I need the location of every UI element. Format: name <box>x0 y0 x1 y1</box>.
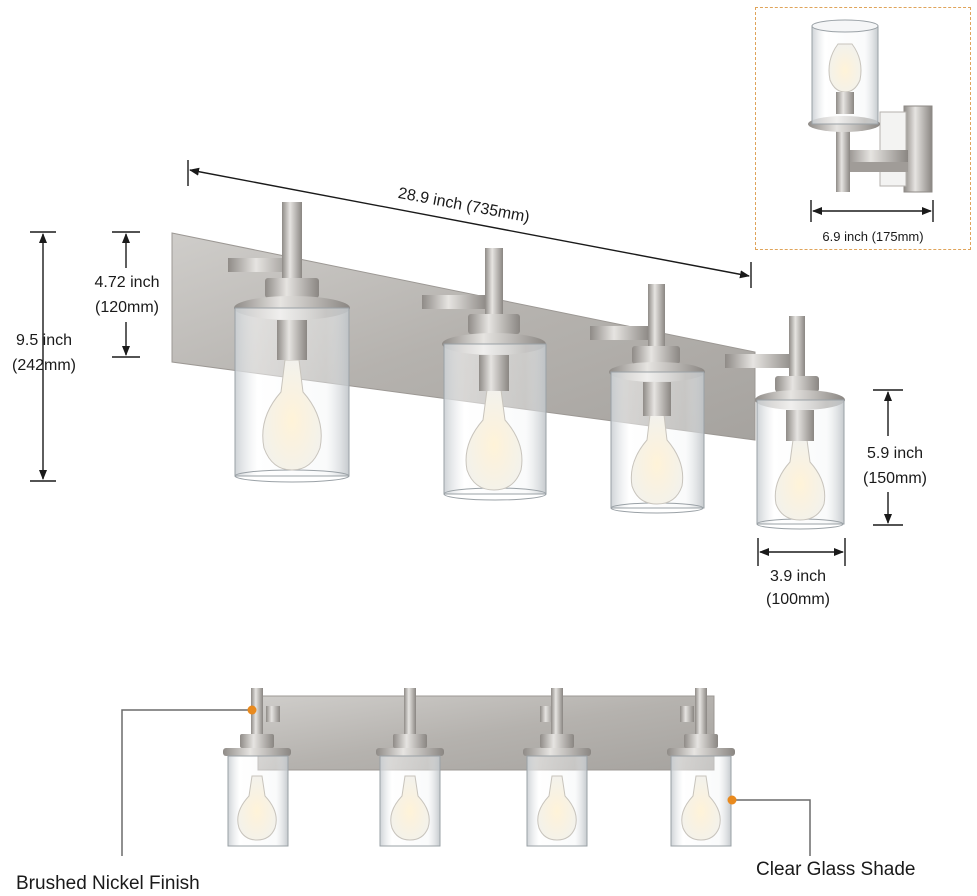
spacing-label-line1: 4.72 inch <box>94 274 160 291</box>
lamp-front <box>376 688 444 847</box>
shade-width-label-line2: (100mm) <box>765 591 830 608</box>
front-fixture <box>223 688 735 847</box>
lamp <box>234 202 350 483</box>
arm <box>725 354 795 368</box>
shade-callout-dot <box>727 795 737 805</box>
side-view <box>808 19 933 193</box>
spacing-label-line2: (120mm) <box>94 299 159 316</box>
arm <box>422 295 488 309</box>
lamp <box>442 248 547 501</box>
finish-callout: Brushed Nickel Finish <box>16 873 200 894</box>
finish-leader <box>121 709 252 856</box>
shade-height-label-line1: 5.9 inch <box>866 445 924 462</box>
shade-height-label-line2: (150mm) <box>862 470 927 487</box>
backplate-front <box>257 695 715 771</box>
height-label-line2: (242mm) <box>11 357 76 374</box>
dimension-lines <box>30 160 934 566</box>
shade-width-label-line1: 3.9 inch <box>769 568 827 585</box>
arm <box>590 326 650 340</box>
callout-leaders <box>121 709 811 856</box>
shade-callout: Clear Glass Shade <box>756 859 916 880</box>
lamp-front <box>523 688 591 847</box>
main-fixture <box>171 202 845 530</box>
lamp-front <box>223 688 291 847</box>
lamp-front <box>667 688 735 847</box>
side-view-inset <box>755 7 971 250</box>
width-arrow <box>189 167 750 279</box>
finish-callout-dot <box>247 705 257 715</box>
lamp <box>755 316 845 530</box>
shade-leader <box>732 799 811 856</box>
extension-label: 6.9 inch (175mm) <box>822 229 924 244</box>
lamp <box>609 284 705 514</box>
height-label-line1: 9.5 inch <box>15 332 73 349</box>
